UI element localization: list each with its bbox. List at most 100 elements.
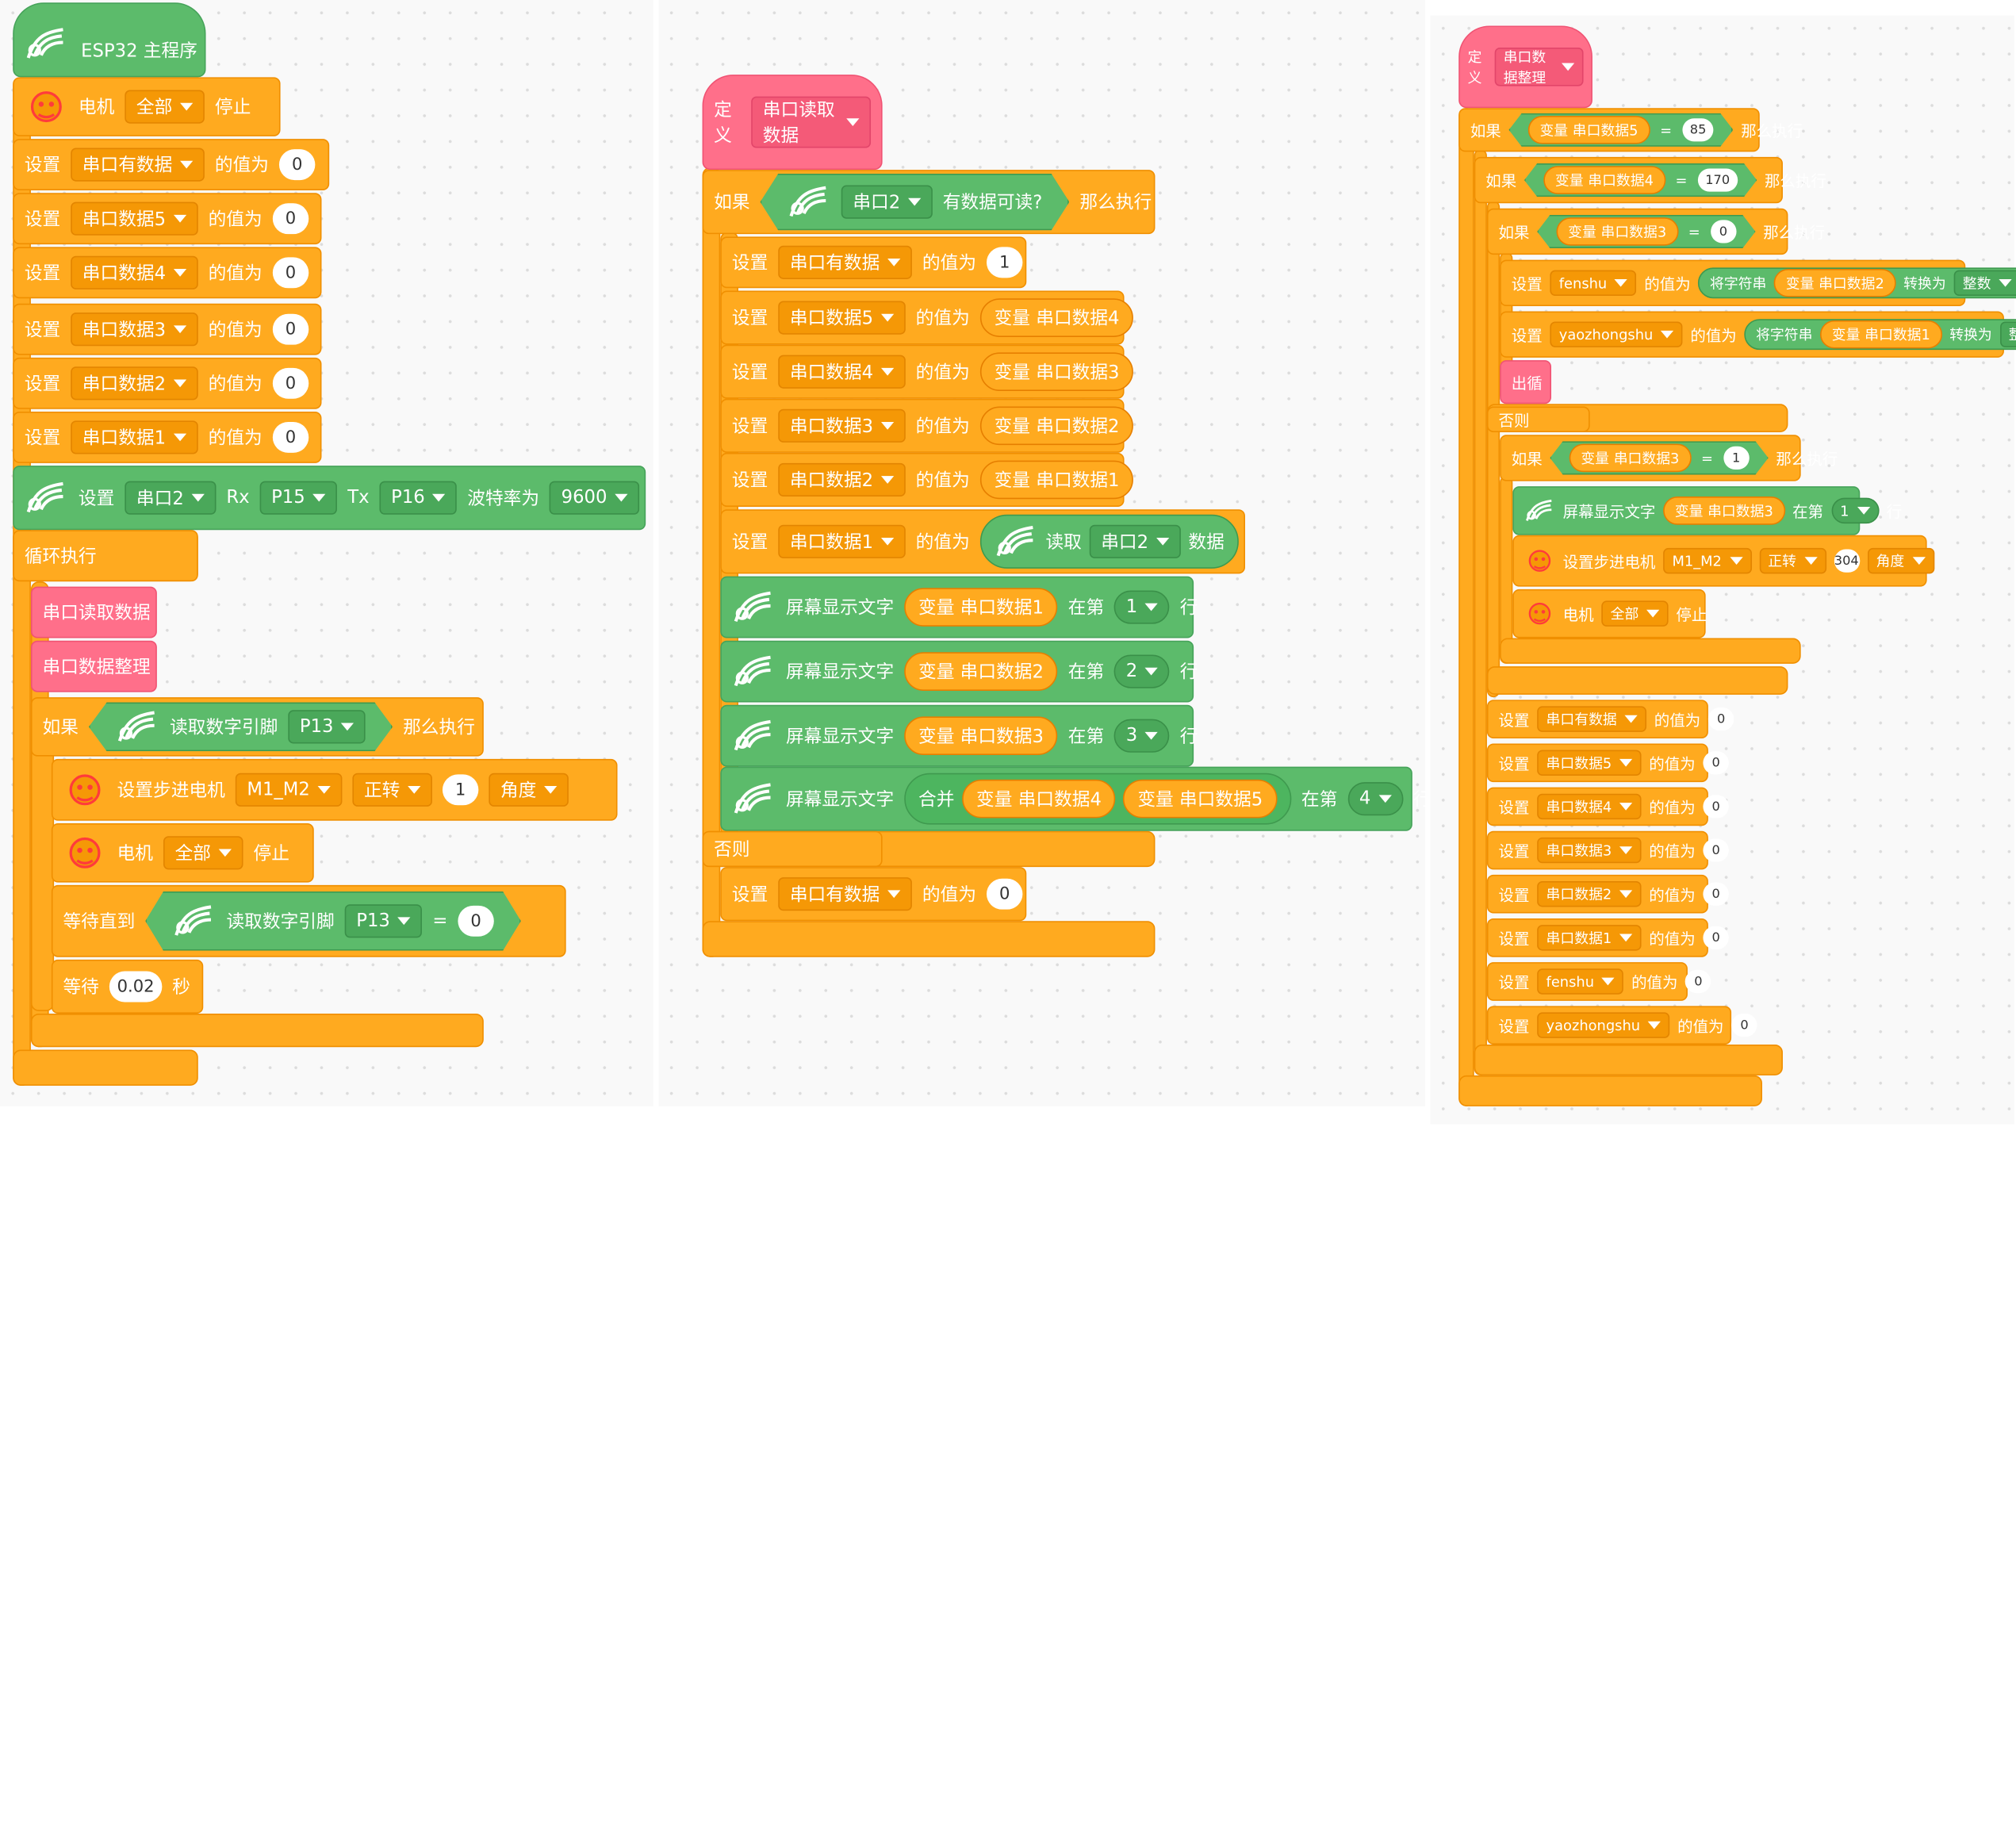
compare-value-input[interactable]: 1 [1723, 447, 1749, 470]
variable-select[interactable]: fenshu [1550, 270, 1637, 297]
value-input[interactable]: 0 [272, 421, 309, 453]
variable-select[interactable]: 串口数据4 [778, 355, 906, 389]
value-input[interactable]: 0 [1703, 882, 1729, 906]
variable-select[interactable]: 串口数据3 [71, 312, 198, 347]
compare-value-input[interactable]: 85 [1682, 118, 1714, 141]
variable-reporter[interactable]: 变量 串口数据3 [1557, 217, 1678, 246]
serial-port-select[interactable]: 串口2 [841, 186, 933, 219]
row-select[interactable]: 2 [1114, 654, 1170, 688]
variable-reporter[interactable]: 变量 串口数据2 [979, 406, 1134, 446]
read-pin-condition[interactable]: 读取数字引脚 P13 [89, 703, 393, 752]
value-input[interactable]: 1 [986, 247, 1023, 278]
screen-text-block-4[interactable]: 屏幕显示文字 合并 变量 串口数据4 变量 串口数据5 在第 4 行 [720, 766, 1432, 831]
stepper-motor-select[interactable]: M1_M2 [235, 773, 343, 807]
variable-reporter[interactable]: 变量 串口数据1 [979, 460, 1134, 500]
set-has-data-block[interactable]: 设置 串口有数据 的值为 1 [720, 236, 1027, 289]
variable-reporter[interactable]: 变量 串口数据1 [904, 588, 1058, 627]
define-organize-hat[interactable]: 定义 串口数据整理 [1458, 25, 1592, 109]
wait-seconds-input[interactable]: 0.02 [109, 971, 163, 1003]
variable-select[interactable]: 串口数据2 [71, 366, 198, 401]
wait-until-block[interactable]: 等待直到 读取数字引脚 P13 = 0 [51, 884, 566, 957]
variable-select[interactable]: 串口有数据 [1537, 706, 1647, 732]
variable-select[interactable]: 串口数据3 [778, 408, 906, 443]
variable-select[interactable]: yaozhongshu [1550, 321, 1683, 347]
variable-select[interactable]: 串口有数据 [778, 877, 912, 911]
if-serial-available-block[interactable]: 如果 串口2 有数据可读? 那么执行 [702, 170, 1156, 235]
if-data3-block[interactable]: 如果 变量 串口数据3 = 0 那么执行 [1486, 208, 1825, 255]
call-organize-serial-block[interactable]: 串口数据整理 [30, 640, 157, 692]
value-input[interactable]: 0 [1703, 838, 1729, 862]
row-select[interactable]: 4 [1347, 782, 1403, 816]
value-input[interactable]: 0 [1707, 707, 1734, 731]
variable-select[interactable]: 串口数据5 [71, 201, 198, 236]
variable-select[interactable]: 串口数据3 [1537, 837, 1642, 864]
convert-reporter[interactable]: 将字符串 变量 串口数据2 转换为 整数 [1698, 267, 2016, 299]
variable-reporter[interactable]: 变量 串口数据4 [962, 779, 1116, 819]
serial-read-reporter[interactable]: 读取 串口2 数据 [979, 514, 1239, 569]
row-select[interactable]: 3 [1114, 719, 1170, 753]
join-reporter[interactable]: 合并 变量 串口数据4 变量 串口数据5 [904, 773, 1291, 825]
row-select[interactable]: 1 [1830, 497, 1879, 524]
stepper-block[interactable]: 设置步进电机 M1_M2 正转 1 角度 [51, 758, 618, 821]
baud-select[interactable]: 9600 [550, 481, 640, 515]
stepper-unit-select[interactable]: 角度 [489, 773, 569, 807]
stepper-block[interactable]: 设置步进电机 M1_M2 正转 304 角度 [1512, 535, 1934, 587]
stepper-unit-select[interactable]: 角度 [1867, 547, 1934, 574]
call-read-serial-block[interactable]: 串口读取数据 [30, 586, 157, 638]
stepper-amount-input[interactable]: 304 [1834, 549, 1860, 573]
value-input[interactable]: 0 [1731, 1014, 1757, 1037]
variable-reporter[interactable]: 变量 串口数据4 [1543, 166, 1665, 194]
variable-select[interactable]: yaozhongshu [1537, 1012, 1670, 1038]
if-pin-block[interactable]: 如果 读取数字引脚 P13 那么执行 [30, 697, 484, 757]
variable-select[interactable]: fenshu [1537, 968, 1624, 995]
set-fenshu-block[interactable]: 设置 fenshu 的值为 将字符串 变量 串口数据2 转换为 整数 [1500, 259, 2016, 307]
if-data3-eq1-block[interactable]: 如果 变量 串口数据3 = 1 那么执行 [1500, 435, 1838, 481]
serial-setup-block[interactable]: 设置 串口2 Rx P15 Tx P16 波特率为 9600 [13, 466, 646, 531]
motor-stop-block[interactable]: 电机 全部 停止 [13, 77, 281, 136]
value-input[interactable]: 0 [272, 257, 309, 289]
value-input[interactable]: 0 [1703, 751, 1729, 775]
motor-select[interactable]: 全部 [163, 836, 243, 870]
compare-value-input[interactable]: 170 [1697, 168, 1737, 191]
value-input[interactable]: 0 [1685, 969, 1711, 994]
rx-pin-select[interactable]: P15 [259, 481, 338, 515]
motor-stop-block[interactable]: 电机 全部 停止 [1512, 589, 1707, 638]
variable-reporter[interactable]: 变量 串口数据3 [979, 352, 1134, 392]
value-input[interactable]: 0 [272, 203, 309, 235]
row-select[interactable]: 1 [1114, 590, 1170, 624]
variable-select[interactable]: 串口数据2 [1537, 881, 1642, 907]
serial-port-select[interactable]: 串口2 [125, 481, 217, 515]
variable-reporter[interactable]: 变量 串口数据3 [1569, 444, 1691, 473]
motor-stop-block-2[interactable]: 电机 全部 停止 [51, 823, 314, 883]
stepper-amount-input[interactable]: 1 [442, 774, 479, 806]
variable-select[interactable]: 串口数据4 [1537, 793, 1642, 820]
variable-reporter[interactable]: 变量 串口数据2 [904, 652, 1058, 691]
variable-reporter[interactable]: 变量 串口数据1 [1820, 320, 1942, 349]
variable-select[interactable]: 串口有数据 [71, 148, 205, 182]
variable-select[interactable]: 串口数据5 [778, 301, 906, 335]
equals-condition[interactable]: 变量 串口数据3 = 1 [1550, 441, 1768, 474]
wait-until-condition[interactable]: 读取数字引脚 P13 = 0 [145, 891, 521, 951]
variable-reporter[interactable]: 变量 串口数据4 [979, 298, 1134, 337]
wait-block[interactable]: 等待 0.02 秒 [51, 959, 204, 1014]
break-block[interactable]: 出循 [1500, 360, 1552, 404]
serial-port-select[interactable]: 串口2 [1089, 524, 1181, 558]
define-read-serial-hat[interactable]: 定义 串口读取数据 [702, 75, 883, 171]
tx-pin-select[interactable]: P16 [379, 481, 458, 515]
value-input[interactable]: 0 [986, 878, 1023, 910]
convert-reporter[interactable]: 将字符串 变量 串口数据1 转换为 整数 [1744, 319, 2016, 351]
